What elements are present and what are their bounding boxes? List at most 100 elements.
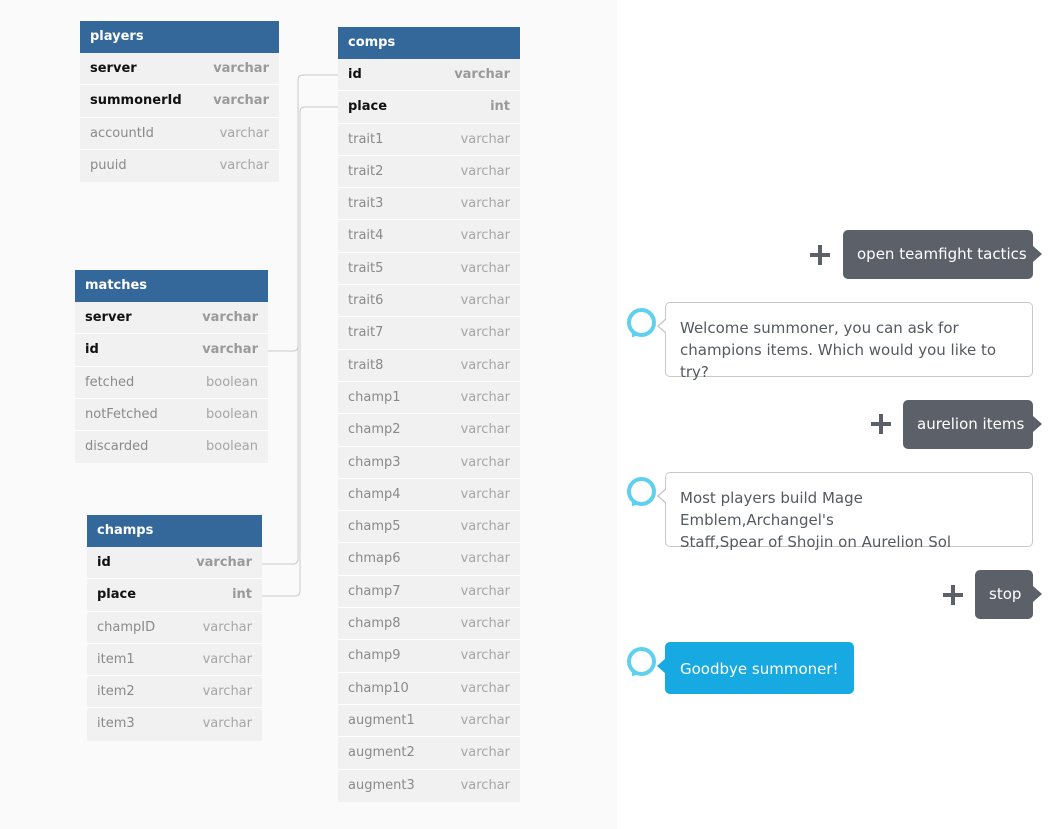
column-type: varchar: [460, 680, 510, 696]
column-type: varchar: [196, 555, 252, 570]
column-name: champ5: [348, 519, 401, 535]
column-name: champ3: [348, 454, 401, 470]
table-row: champ3 varchar: [338, 447, 520, 479]
column-type: varchar: [460, 196, 510, 212]
table-row: puuid varchar: [80, 150, 279, 182]
column-type: varchar: [460, 293, 510, 309]
column-name: trait3: [348, 196, 384, 212]
table-row: champID varchar: [87, 612, 262, 644]
column-type: varchar: [213, 93, 269, 109]
alexa-response-line: Most players build Mage Emblem,Archangel…: [680, 489, 863, 529]
column-type: varchar: [460, 454, 510, 470]
column-name: trait1: [348, 131, 384, 147]
column-type: varchar: [460, 260, 510, 276]
user-utterance-bubble: aurelion items: [903, 400, 1042, 449]
table-champs-header: champs: [87, 515, 262, 547]
table-row: server varchar: [80, 53, 279, 86]
column-type: varchar: [460, 389, 510, 405]
table-matches[interactable]: matches server varchar id varchar fetche…: [75, 270, 268, 464]
column-type: boolean: [206, 439, 258, 455]
column-name: champ10: [348, 680, 409, 696]
column-type: varchar: [460, 357, 510, 373]
column-type: boolean: [206, 374, 258, 390]
table-row: id varchar: [75, 334, 268, 367]
column-name: id: [85, 342, 99, 358]
alexa-response-line: champions items. Which would you like to…: [680, 341, 997, 381]
column-name: champ9: [348, 648, 401, 664]
column-type: varchar: [202, 716, 252, 732]
table-row: trait2 varchar: [338, 156, 520, 189]
user-utterance-text: stop: [989, 585, 1022, 603]
column-name: champ8: [348, 616, 401, 632]
alexa-response-bubble-active: Goodbye summoner!: [657, 642, 854, 694]
table-players[interactable]: players server varchar summonerId varcha…: [80, 21, 279, 183]
user-utterance-text: open teamfight tactics: [857, 245, 1027, 263]
table-players-header: players: [80, 21, 279, 53]
table-row: trait3 varchar: [338, 188, 520, 221]
column-name: item2: [97, 684, 135, 700]
table-row: summonerId varchar: [80, 85, 279, 118]
column-name: champ7: [348, 583, 401, 599]
column-type: boolean: [206, 406, 258, 422]
table-row: server varchar: [75, 302, 268, 335]
column-name: fetched: [85, 374, 135, 390]
table-champs[interactable]: champs id varchar place int champID varc…: [87, 515, 262, 741]
column-name: puuid: [90, 157, 127, 173]
column-name: trait2: [348, 163, 384, 179]
alexa-response-line: Welcome summoner, you can ask for: [680, 319, 959, 337]
column-name: id: [97, 555, 111, 570]
column-name: chmap6: [348, 551, 401, 567]
table-row: discarded boolean: [75, 431, 268, 463]
column-type: varchar: [460, 163, 510, 179]
table-row: item2 varchar: [87, 676, 262, 709]
plus-icon[interactable]: [943, 585, 963, 605]
column-type: varchar: [202, 684, 252, 700]
table-row: champ1 varchar: [338, 382, 520, 415]
column-type: int: [232, 587, 252, 603]
user-utterance-bubble: open teamfight tactics: [843, 230, 1042, 279]
alexa-response-text: Goodbye summoner!: [680, 660, 839, 678]
column-type: varchar: [460, 486, 510, 502]
table-row: accountId varchar: [80, 118, 279, 150]
column-name: champID: [97, 619, 156, 635]
column-type: varchar: [460, 745, 510, 761]
plus-icon[interactable]: [871, 414, 891, 434]
column-type: varchar: [213, 61, 269, 76]
column-name: champ2: [348, 422, 401, 438]
column-name: place: [97, 587, 137, 603]
column-name: champ1: [348, 389, 401, 405]
column-type: varchar: [460, 616, 510, 632]
alexa-ring-icon: [627, 477, 656, 506]
plus-icon[interactable]: [810, 245, 830, 265]
erd-canvas: players server varchar summonerId varcha…: [75, 21, 520, 802]
alexa-response-bubble: Welcome summoner, you can ask for champi…: [657, 302, 1033, 381]
table-matches-header: matches: [75, 270, 268, 302]
table-row: notFetched boolean: [75, 399, 268, 432]
column-type: varchar: [202, 651, 252, 667]
column-type: varchar: [219, 125, 269, 141]
column-type: varchar: [454, 67, 510, 82]
column-name: id: [348, 67, 362, 82]
table-comps-header: comps: [338, 27, 520, 59]
alexa-response-bubble: Most players build Mage Emblem,Archangel…: [657, 472, 1033, 551]
table-row: champ8 varchar: [338, 608, 520, 641]
table-row: id varchar: [338, 59, 520, 92]
table-row: id varchar: [87, 547, 262, 580]
alexa-response-line: Staff,Spear of Shojin on Aurelion Sol: [680, 533, 952, 551]
column-name: item1: [97, 651, 135, 667]
column-type: varchar: [460, 325, 510, 341]
table-row: fetched boolean: [75, 367, 268, 399]
